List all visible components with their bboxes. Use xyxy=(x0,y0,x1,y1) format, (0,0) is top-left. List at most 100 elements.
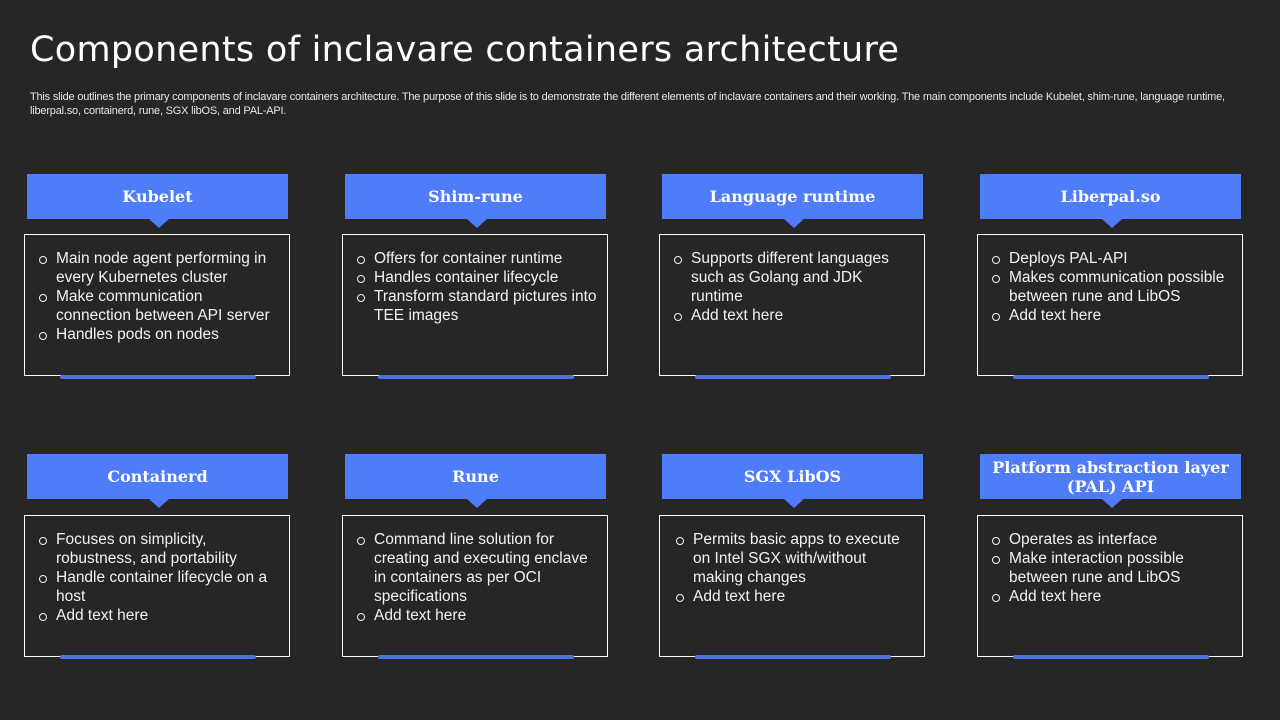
circle-bullet-icon xyxy=(674,313,682,321)
circle-bullet-icon xyxy=(357,275,365,283)
circle-bullet-icon xyxy=(357,537,365,545)
bullet-list: Main node agent performing in every Kube… xyxy=(25,235,289,344)
arrow-down-icon xyxy=(1102,219,1122,228)
bullet-item: Handle container lifecycle on a host xyxy=(39,568,279,606)
arrow-down-icon xyxy=(1102,499,1122,508)
circle-bullet-icon xyxy=(39,537,47,545)
card-body: Command line solution for creating and e… xyxy=(342,515,608,657)
bullet-item: Handles container lifecycle xyxy=(357,268,597,287)
arrow-down-icon xyxy=(784,219,804,228)
bullet-text: Add text here xyxy=(1009,307,1102,324)
bullet-list: Offers for container runtime Handles con… xyxy=(343,235,607,325)
card-body: Main node agent performing in every Kube… xyxy=(24,234,290,376)
card-liberpal-so: Liberpal.so Deploys PAL-API Makes commun… xyxy=(977,174,1245,379)
bullet-list: Permits basic apps to execute on Intel S… xyxy=(660,516,924,606)
circle-bullet-icon xyxy=(992,537,1000,545)
card-pal-api: Platform abstraction layer (PAL) API Ope… xyxy=(977,454,1245,659)
bullet-text: Handles container lifecycle xyxy=(374,269,559,286)
accent-bar xyxy=(60,655,256,659)
bullet-item: Handles pods on nodes xyxy=(39,325,279,344)
card-body: Deploys PAL-API Makes communication poss… xyxy=(977,234,1243,376)
bullet-item: Makes communication possible between run… xyxy=(992,268,1232,306)
arrow-down-icon xyxy=(467,499,487,508)
bullet-text: Add text here xyxy=(693,588,786,605)
circle-bullet-icon xyxy=(992,275,1000,283)
bullet-item: Add text here xyxy=(676,587,914,606)
bullet-item: Offers for container runtime xyxy=(357,249,597,268)
circle-bullet-icon xyxy=(357,256,365,264)
accent-bar xyxy=(378,375,574,379)
bullet-text: Make interaction possible between rune a… xyxy=(1009,550,1184,586)
accent-bar xyxy=(378,655,574,659)
card-header: Containerd xyxy=(27,454,288,499)
bullet-text: Make communication connection between AP… xyxy=(56,288,270,324)
bullet-text: Makes communication possible between run… xyxy=(1009,269,1225,305)
circle-bullet-icon xyxy=(676,537,684,545)
bullet-text: Add text here xyxy=(691,307,784,324)
circle-bullet-icon xyxy=(39,294,47,302)
card-header: Language runtime xyxy=(662,174,923,219)
bullet-text: Offers for container runtime xyxy=(374,250,563,267)
card-body: Permits basic apps to execute on Intel S… xyxy=(659,515,925,657)
card-sgx-libos: SGX LibOS Permits basic apps to execute … xyxy=(659,454,927,659)
circle-bullet-icon xyxy=(992,594,1000,602)
bullet-list: Supports different languages such as Gol… xyxy=(660,235,924,325)
card-shim-rune: Shim-rune Offers for container runtime H… xyxy=(342,174,610,379)
card-kubelet: Kubelet Main node agent performing in ev… xyxy=(24,174,292,379)
card-rune: Rune Command line solution for creating … xyxy=(342,454,610,659)
bullet-text: Operates as interface xyxy=(1009,531,1158,548)
accent-bar xyxy=(60,375,256,379)
bullet-item: Main node agent performing in every Kube… xyxy=(39,249,279,287)
card-language-runtime: Language runtime Supports different lang… xyxy=(659,174,927,379)
card-header: Platform abstraction layer (PAL) API xyxy=(980,454,1241,499)
card-header: SGX LibOS xyxy=(662,454,923,499)
card-body: Focuses on simplicity, robustness, and p… xyxy=(24,515,290,657)
bullet-text: Supports different languages such as Gol… xyxy=(691,250,889,305)
bullet-item: Make interaction possible between rune a… xyxy=(992,549,1232,587)
circle-bullet-icon xyxy=(357,294,365,302)
bullet-item: Add text here xyxy=(992,306,1232,325)
bullet-text: Command line solution for creating and e… xyxy=(374,531,588,605)
bullet-item: Permits basic apps to execute on Intel S… xyxy=(676,530,914,587)
slide-subtitle: This slide outlines the primary componen… xyxy=(30,91,1225,117)
accent-bar xyxy=(695,655,891,659)
card-header: Shim-rune xyxy=(345,174,606,219)
bullet-item: Add text here xyxy=(39,606,279,625)
bullet-item: Deploys PAL-API xyxy=(992,249,1232,268)
arrow-down-icon xyxy=(149,499,169,508)
bullet-list: Command line solution for creating and e… xyxy=(343,516,607,625)
bullet-item: Add text here xyxy=(674,306,914,325)
card-containerd: Containerd Focuses on simplicity, robust… xyxy=(24,454,292,659)
bullet-text: Deploys PAL-API xyxy=(1009,250,1128,267)
circle-bullet-icon xyxy=(992,313,1000,321)
bullet-text: Handle container lifecycle on a host xyxy=(56,569,268,605)
bullet-text: Focuses on simplicity, robustness, and p… xyxy=(56,531,237,567)
bullet-list: Operates as interface Make interaction p… xyxy=(978,516,1242,606)
circle-bullet-icon xyxy=(357,613,365,621)
card-header: Rune xyxy=(345,454,606,499)
bullet-item: Add text here xyxy=(357,606,597,625)
bullet-text: Add text here xyxy=(56,607,149,624)
card-header: Kubelet xyxy=(27,174,288,219)
bullet-item: Focuses on simplicity, robustness, and p… xyxy=(39,530,279,568)
bullet-list: Focuses on simplicity, robustness, and p… xyxy=(25,516,289,625)
bullet-text: Add text here xyxy=(374,607,467,624)
bullet-item: Add text here xyxy=(992,587,1232,606)
bullet-item: Operates as interface xyxy=(992,530,1232,549)
bullet-item: Supports different languages such as Gol… xyxy=(674,249,914,306)
accent-bar xyxy=(1013,655,1209,659)
card-header: Liberpal.so xyxy=(980,174,1241,219)
arrow-down-icon xyxy=(784,499,804,508)
bullet-text: Transform standard pictures into TEE ima… xyxy=(374,288,597,324)
slide-title: Components of inclavare containers archi… xyxy=(30,30,900,70)
circle-bullet-icon xyxy=(39,613,47,621)
bullet-text: Permits basic apps to execute on Intel S… xyxy=(693,531,900,586)
bullet-item: Transform standard pictures into TEE ima… xyxy=(357,287,597,325)
card-body: Operates as interface Make interaction p… xyxy=(977,515,1243,657)
circle-bullet-icon xyxy=(39,332,47,340)
bullet-list: Deploys PAL-API Makes communication poss… xyxy=(978,235,1242,325)
bullet-text: Main node agent performing in every Kube… xyxy=(56,250,267,286)
accent-bar xyxy=(1013,375,1209,379)
bullet-item: Make communication connection between AP… xyxy=(39,287,279,325)
circle-bullet-icon xyxy=(39,575,47,583)
